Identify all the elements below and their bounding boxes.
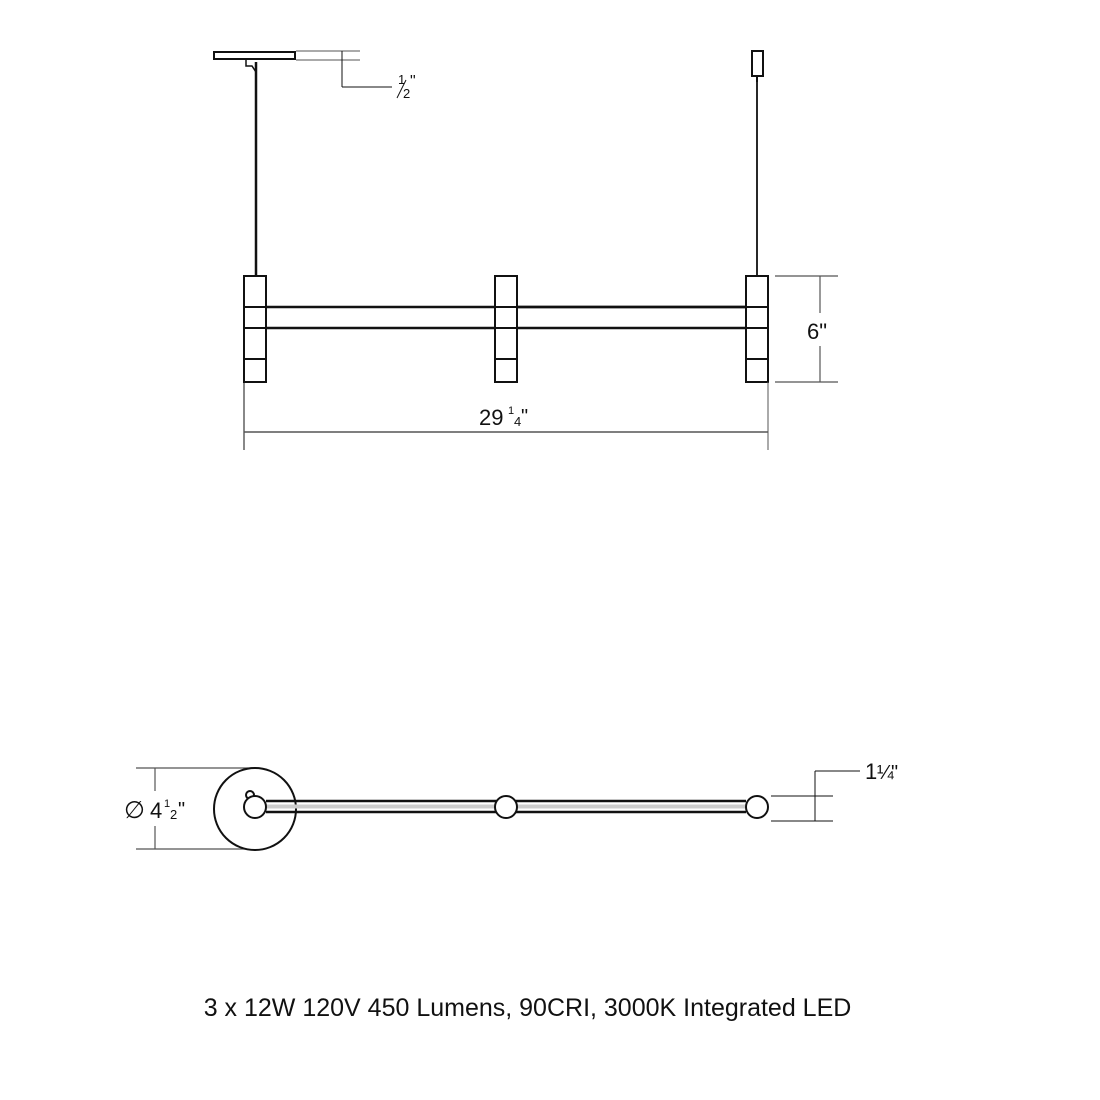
module-diameter-frac: ¼	[877, 762, 894, 784]
canopy-plate	[213, 51, 296, 60]
module-diameter-unit: "	[891, 762, 898, 784]
height-label: 6"	[807, 319, 827, 344]
canopy-frac-den: 2	[403, 86, 410, 101]
module-circle-right	[745, 795, 769, 819]
diameter-symbol: ∅	[124, 797, 145, 824]
module-circle-center	[494, 795, 518, 819]
canopy-unit: "	[410, 73, 416, 90]
length-frac-num: 1	[508, 405, 514, 417]
canopy-diameter-num: 1	[164, 798, 170, 810]
module-circle-left	[243, 795, 267, 819]
canopy-diameter-whole: 4	[150, 798, 162, 823]
canopy-diameter-dimension: ∅ 4 1 2 "	[124, 767, 255, 850]
length-frac-den: 4	[514, 414, 521, 429]
canopy-diameter-den: 2	[170, 807, 177, 822]
elevation-view: 1 2 "	[213, 50, 838, 450]
module-diameter-whole: 1	[865, 759, 877, 784]
plan-view: ∅ 4 1 2 " 1 ¼ "	[124, 759, 898, 851]
length-whole: 29	[479, 405, 503, 430]
cable-connector-right	[751, 50, 764, 77]
height-dimension: 6"	[775, 275, 838, 383]
canopy-frac-num: 1	[398, 72, 405, 87]
length-dimension: 29 1 4 "	[243, 382, 769, 450]
module-diameter-dimension: 1 ¼ "	[771, 759, 898, 822]
canopy-connector	[245, 60, 257, 75]
canopy-thickness-dimension: 1 2 "	[296, 50, 416, 101]
light-module-center	[494, 275, 518, 383]
light-module-left	[243, 275, 267, 383]
light-module-right	[745, 275, 769, 383]
spec-text: 3 x 12W 120V 450 Lumens, 90CRI, 3000K In…	[203, 994, 852, 1022]
canopy-diameter-unit: "	[178, 799, 185, 821]
length-unit: "	[521, 406, 528, 428]
